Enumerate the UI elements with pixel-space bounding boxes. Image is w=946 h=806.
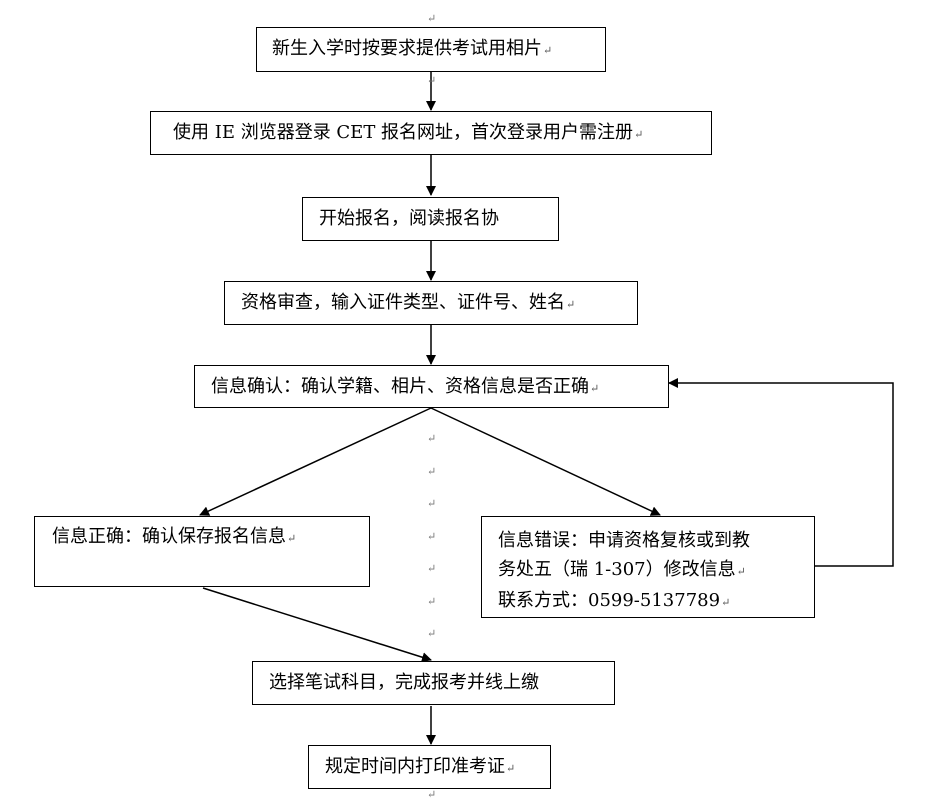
paragraph-mark: ↵ [427, 595, 437, 608]
step-wrong-box: 信息错误：申请资格复核或到教 务处五（瑞 1-307）修改信息↵ 联系方式：05… [481, 516, 815, 618]
step-photo-text: 新生入学时按要求提供考试用相片 [272, 38, 542, 59]
step-login-text: 使用 IE 浏览器登录 CET 报名网址，首次登录用户需注册 [173, 122, 634, 143]
arrow-wrong-back-to-confirm [668, 378, 894, 567]
paragraph-mark: ↵ [427, 12, 437, 25]
paragraph-mark: ↵ [427, 562, 437, 575]
paragraph-mark: ↵ [590, 382, 600, 395]
step-select-box: 选择笔试科目，完成报考并线上缴 [252, 661, 615, 705]
paragraph-mark: ↵ [543, 44, 553, 57]
arrow-correct-to-select [202, 587, 432, 663]
arrow-confirm-to-correct [199, 407, 432, 516]
step-correct-text: 信息正确：确认保存报名信息 [52, 526, 286, 547]
paragraph-mark: ↵ [721, 596, 731, 609]
step-login-box: 使用 IE 浏览器登录 CET 报名网址，首次登录用户需注册↵ [150, 111, 712, 155]
step-print-box: 规定时间内打印准考证↵ [308, 745, 551, 789]
step-wrong-line1: 信息错误：申请资格复核或到教 [498, 530, 750, 551]
step-review-box: 资格审查，输入证件类型、证件号、姓名↵ [224, 281, 638, 325]
step-wrong-line2: 务处五（瑞 1-307）修改信息 [498, 559, 736, 580]
paragraph-mark: ↵ [427, 530, 437, 543]
paragraph-mark: ↵ [634, 128, 644, 141]
paragraph-mark: ↵ [427, 788, 437, 801]
paragraph-mark: ↵ [427, 465, 437, 478]
arrow-confirm-to-wrong [430, 407, 661, 516]
step-select-text: 选择笔试科目，完成报考并线上缴 [269, 672, 539, 693]
step-correct-box: 信息正确：确认保存报名信息↵ [34, 516, 370, 587]
step-confirm-text: 信息确认：确认学籍、相片、资格信息是否正确 [211, 376, 589, 397]
step-print-text: 规定时间内打印准考证 [325, 756, 505, 777]
paragraph-mark: ↵ [427, 74, 437, 87]
paragraph-mark: ↵ [427, 627, 437, 640]
paragraph-mark: ↵ [736, 565, 746, 578]
step-agreement-text: 开始报名，阅读报名协 [319, 208, 499, 229]
step-confirm-box: 信息确认：确认学籍、相片、资格信息是否正确↵ [194, 365, 669, 408]
step-photo-box: 新生入学时按要求提供考试用相片↵ [256, 27, 606, 72]
paragraph-mark: ↵ [427, 497, 437, 510]
paragraph-mark: ↵ [506, 762, 516, 775]
step-wrong-line3: 联系方式：0599-5137789 [498, 590, 721, 611]
step-review-text: 资格审查，输入证件类型、证件号、姓名 [241, 292, 565, 313]
paragraph-mark: ↵ [287, 532, 297, 545]
paragraph-mark: ↵ [566, 298, 576, 311]
paragraph-mark: ↵ [427, 432, 437, 445]
step-agreement-box: 开始报名，阅读报名协 [302, 197, 559, 241]
